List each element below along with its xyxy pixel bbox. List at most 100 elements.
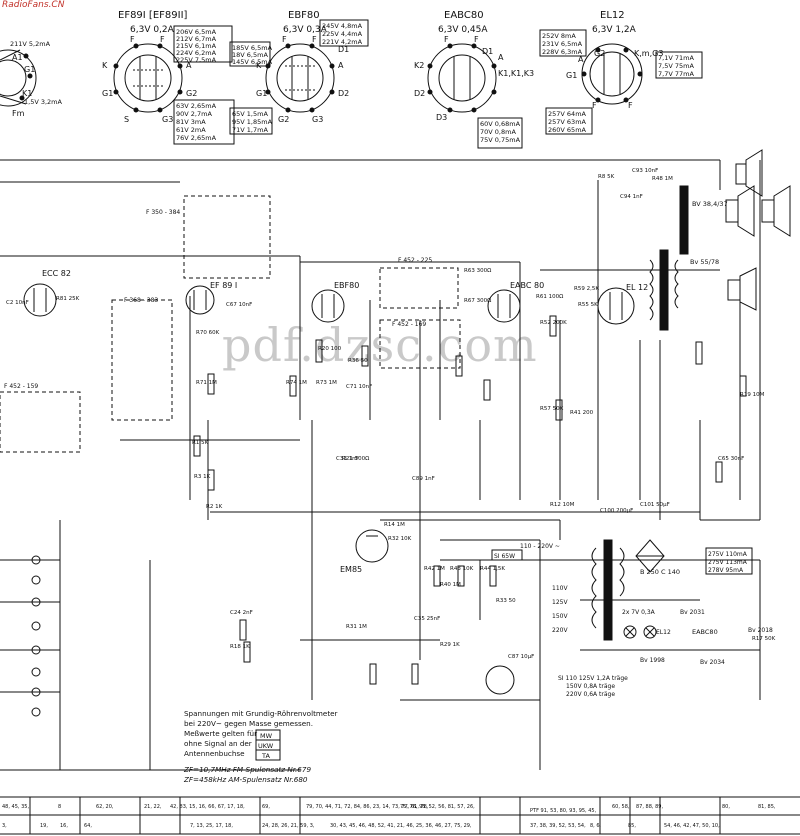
svg-text:R17 50K: R17 50K	[752, 636, 776, 642]
svg-text:B 250 C 140: B 250 C 140	[640, 568, 680, 576]
svg-text:220V: 220V	[552, 627, 568, 634]
tube-pinout-ebf80	[229, 19, 369, 135]
svg-text:F: F	[312, 35, 317, 44]
svg-text:110 - 220V ~: 110 - 220V ~	[520, 543, 560, 550]
svg-text:R74 1M: R74 1M	[286, 380, 307, 386]
svg-text:ohne Signal an der: ohne Signal an der	[184, 739, 252, 748]
svg-text:90V 2,7mA: 90V 2,7mA	[176, 110, 212, 118]
svg-text:G1: G1	[256, 89, 267, 98]
svg-text:125V: 125V	[552, 599, 568, 606]
switch-bank	[0, 555, 60, 717]
svg-text:F: F	[160, 35, 165, 44]
svg-text:275V 110mA: 275V 110mA	[708, 551, 748, 558]
svg-text:221V 4,2mA: 221V 4,2mA	[322, 38, 363, 46]
svg-text:85,: 85,	[628, 823, 636, 829]
svg-text:37, 38, 39, 52, 53, 54,: 37, 38, 39, 52, 53, 54,	[530, 823, 586, 829]
svg-text:7,7V 77mA: 7,7V 77mA	[658, 70, 694, 78]
svg-text:bei 220V~ gegen Masse gemessen: bei 220V~ gegen Masse gemessen.	[184, 719, 313, 728]
svg-text:R31 1M: R31 1M	[346, 624, 367, 630]
svg-text:D2: D2	[338, 89, 349, 98]
el12-rating: 6,3V 1,2A	[592, 25, 637, 35]
svg-text:Fm: Fm	[12, 109, 25, 118]
svg-text:R44 1,5K: R44 1,5K	[480, 566, 505, 572]
svg-text:F: F	[474, 35, 479, 44]
svg-text:C100 200µF: C100 200µF	[600, 508, 633, 514]
svg-text:R41 200: R41 200	[570, 410, 594, 416]
svg-text:G2: G2	[186, 89, 197, 98]
svg-text:R43 10K: R43 10K	[450, 566, 474, 572]
ebf80-title: EBF80	[288, 10, 320, 21]
svg-text:R48 1M: R48 1M	[652, 176, 673, 182]
svg-text:76V 2,65mA: 76V 2,65mA	[176, 134, 217, 142]
measurement-notes: Spannungen mit Grundig-Röhrenvoltmeter b…	[183, 709, 338, 784]
power-transformer	[591, 539, 665, 641]
svg-text:EF 89 I: EF 89 I	[210, 281, 237, 290]
svg-text:SI 110 125V 1,2A träge: SI 110 125V 1,2A träge	[558, 675, 628, 682]
svg-text:C24 2nF: C24 2nF	[230, 610, 253, 616]
output-transformer	[649, 185, 689, 331]
svg-text:252V 8mA: 252V 8mA	[542, 32, 576, 40]
svg-text:F: F	[592, 101, 597, 110]
svg-text:G2: G2	[594, 49, 605, 58]
svg-text:80,: 80,	[722, 804, 730, 810]
svg-text:F 452 - 225: F 452 - 225	[398, 257, 432, 264]
svg-text:87, 88, 89,: 87, 88, 89,	[636, 804, 663, 810]
svg-text:A1: A1	[12, 53, 23, 62]
svg-text:70V 0,8mA: 70V 0,8mA	[480, 128, 516, 136]
svg-text:ZF=458kHz AM-Spulensatz Nr.680: ZF=458kHz AM-Spulensatz Nr.680	[183, 775, 308, 784]
svg-text:275V 113mA: 275V 113mA	[708, 559, 748, 566]
svg-text:Spannungen mit Grundig-Röhrenv: Spannungen mit Grundig-Röhrenvoltmeter	[184, 709, 338, 718]
svg-text:R55 5K: R55 5K	[578, 302, 598, 308]
svg-text:Bv 1998: Bv 1998	[640, 657, 665, 664]
svg-text:61V 2mA: 61V 2mA	[176, 126, 206, 134]
svg-text:A: A	[498, 53, 504, 62]
svg-text:110V: 110V	[552, 585, 568, 592]
svg-text:206V 6,5mA: 206V 6,5mA	[176, 28, 217, 36]
tube-pinout-el12	[539, 29, 703, 135]
svg-text:K2: K2	[414, 61, 424, 70]
svg-text:231V 6,5mA: 231V 6,5mA	[542, 40, 583, 48]
svg-text:D2: D2	[414, 89, 425, 98]
svg-text:SI 65W: SI 65W	[494, 553, 515, 560]
svg-text:R61 100Ω: R61 100Ω	[536, 294, 563, 300]
svg-text:Bv 2034: Bv 2034	[700, 659, 725, 666]
svg-text:MW: MW	[260, 732, 273, 740]
svg-text:Bv 55/78: Bv 55/78	[690, 258, 719, 266]
svg-text:79, 70, 44, 71, 72, 84, 86, 23: 79, 70, 44, 71, 72, 84, 86, 23, 14, 73, …	[306, 804, 429, 810]
svg-text:21, 22,: 21, 22,	[144, 804, 162, 810]
tube-pinout-ef89	[113, 25, 235, 145]
svg-text:260V 65mA: 260V 65mA	[548, 126, 587, 134]
svg-text:EBF80: EBF80	[334, 281, 359, 290]
svg-text:G1: G1	[102, 89, 113, 98]
svg-text:54, 46, 42, 47, 50, 10,: 54, 46, 42, 47, 50, 10,	[664, 823, 720, 829]
svg-text:R81 25K: R81 25K	[56, 296, 80, 302]
svg-text:R12 10M: R12 10M	[550, 502, 575, 508]
svg-text:K,m,G3: K,m,G3	[634, 49, 663, 58]
voltage-tables: 206V 6,5mA 212V 6,7mA 215V 6,1mA 224V 6,…	[10, 22, 694, 144]
watermark-top: RadioFans.CN	[2, 0, 65, 10]
svg-text:R29 1K: R29 1K	[440, 642, 460, 648]
svg-text:212V 6,7mA: 212V 6,7mA	[176, 35, 217, 43]
tube-pinout-eabc80	[427, 43, 523, 149]
svg-text:R20 100: R20 100	[318, 346, 342, 352]
svg-text:R73 1M: R73 1M	[316, 380, 337, 386]
svg-text:BV 38,4/37: BV 38,4/37	[692, 200, 728, 208]
svg-text:C71 10nF: C71 10nF	[346, 384, 372, 390]
svg-text:R18 1K: R18 1K	[230, 644, 250, 650]
schematic-wiring	[0, 159, 761, 771]
svg-text:C87 10µF: C87 10µF	[508, 654, 534, 660]
eabc80-title: EABC80	[444, 10, 484, 21]
svg-text:C93 10nF: C93 10nF	[632, 168, 658, 174]
tube-headers: EF89I [EF89II] 6,3V 0,2A EBF80 6,3V 0,3A…	[118, 10, 637, 35]
svg-text:225V 7,5mA: 225V 7,5mA	[176, 56, 217, 64]
svg-text:62, 20,: 62, 20,	[96, 804, 114, 810]
svg-text:EABC 80: EABC 80	[510, 281, 544, 290]
stage-labels: ECC 82 EF 89 I EBF80 EABC 80 EL 12 EM85 …	[4, 200, 728, 636]
speakers	[725, 149, 791, 311]
svg-text:7,5V 75mA: 7,5V 75mA	[658, 62, 694, 70]
svg-text:75V 0,75mA: 75V 0,75mA	[480, 136, 521, 144]
passive-components	[193, 315, 747, 685]
svg-text:3,: 3,	[2, 823, 7, 829]
svg-text:211V 5,2mA: 211V 5,2mA	[10, 40, 51, 48]
svg-text:F 368 - 383: F 368 - 383	[124, 297, 158, 304]
